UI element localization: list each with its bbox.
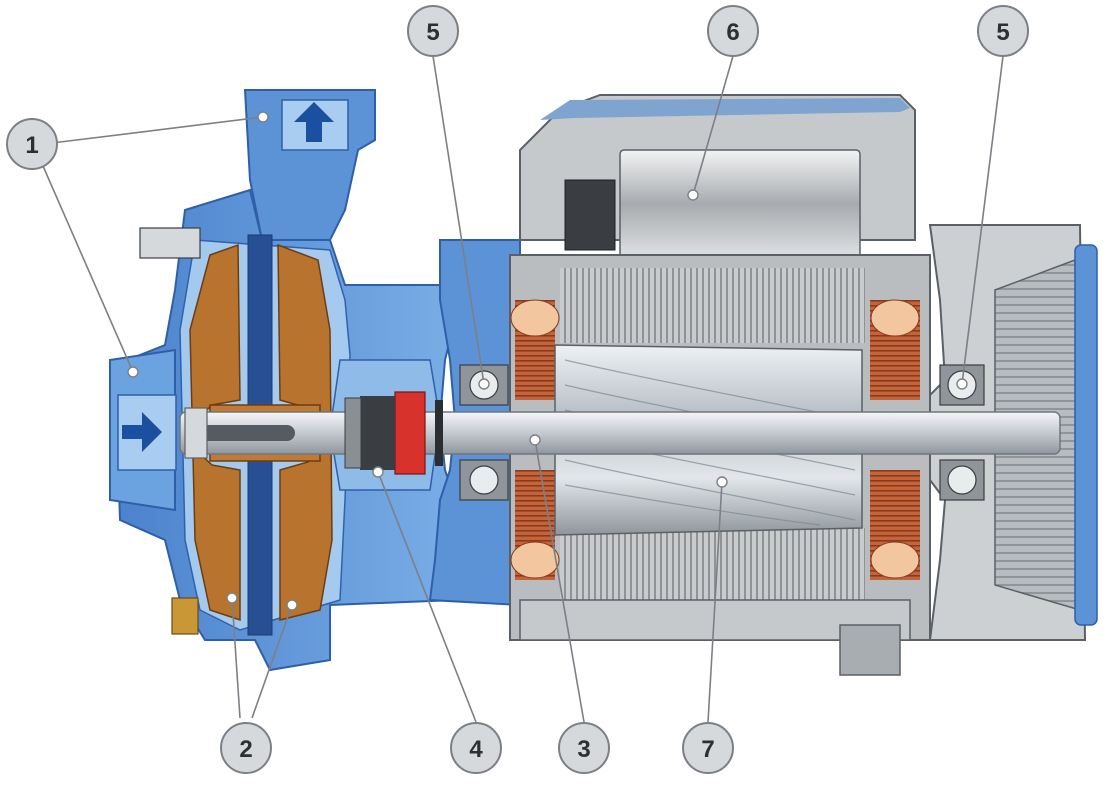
outlet-flow-arrow-icon <box>294 102 334 142</box>
callout-2: 2 <box>220 722 272 774</box>
shaft <box>179 411 1061 455</box>
impellers <box>189 234 333 636</box>
terminal-block <box>564 179 616 251</box>
leader-6 <box>692 55 734 196</box>
callout-6-label: 6 <box>726 19 739 46</box>
leader-2a <box>231 597 241 719</box>
leader-7 <box>707 481 723 723</box>
bearing-front <box>459 364 509 501</box>
drain-plug <box>171 597 199 635</box>
callout-4: 4 <box>450 722 502 774</box>
leader-4 <box>377 471 477 723</box>
callout-3: 3 <box>558 722 610 774</box>
leader-1-inlet <box>42 165 134 373</box>
seal-spring <box>344 397 362 469</box>
callout-4-label: 4 <box>469 736 483 763</box>
shaft-assembly <box>179 364 1061 501</box>
leader-5a <box>432 55 485 385</box>
callout-5-front: 5 <box>407 5 459 57</box>
callout-5-rear: 5 <box>977 5 1029 57</box>
bearing-rear <box>939 364 985 501</box>
callout-2-label: 2 <box>239 736 252 763</box>
stator-laminations-bottom <box>560 528 865 600</box>
shaft-nut <box>184 407 208 459</box>
capacitor <box>619 149 861 259</box>
impeller-left <box>189 243 241 622</box>
stator-laminations-top <box>560 268 865 343</box>
mechanical-seal-red <box>394 391 426 475</box>
leader-dots <box>127 111 968 611</box>
fan-cover-edge <box>1074 244 1098 626</box>
motor-foot-block <box>839 624 901 676</box>
winding-end-right-bottom <box>870 541 920 579</box>
seal-washer <box>435 400 443 466</box>
shaft-keyway <box>200 425 295 441</box>
leader-2b <box>251 604 293 719</box>
winding-end-left-bottom <box>510 541 560 579</box>
leader-5b <box>961 55 1004 385</box>
vent-bolt <box>139 227 201 259</box>
leader-3 <box>534 439 585 723</box>
mechanical-seal-ring <box>360 396 395 470</box>
motor <box>509 94 1098 676</box>
callout-1-label: 1 <box>25 132 38 159</box>
callout-5-front-label: 5 <box>426 19 439 46</box>
callout-5-rear-label: 5 <box>996 19 1009 46</box>
inlet-flow-arrow-icon <box>122 412 162 452</box>
leader-1-outlet <box>51 116 264 144</box>
callout-6: 6 <box>707 5 759 57</box>
callout-7: 7 <box>682 722 734 774</box>
winding-end-right-top <box>870 299 920 337</box>
winding-end-left-top <box>510 299 560 337</box>
leader-lines <box>42 55 1004 723</box>
callout-1: 1 <box>6 118 58 170</box>
terminal-box-top-trim <box>540 98 910 120</box>
callout-3-label: 3 <box>577 736 590 763</box>
fasteners <box>139 227 201 635</box>
callout-7-label: 7 <box>701 736 714 763</box>
